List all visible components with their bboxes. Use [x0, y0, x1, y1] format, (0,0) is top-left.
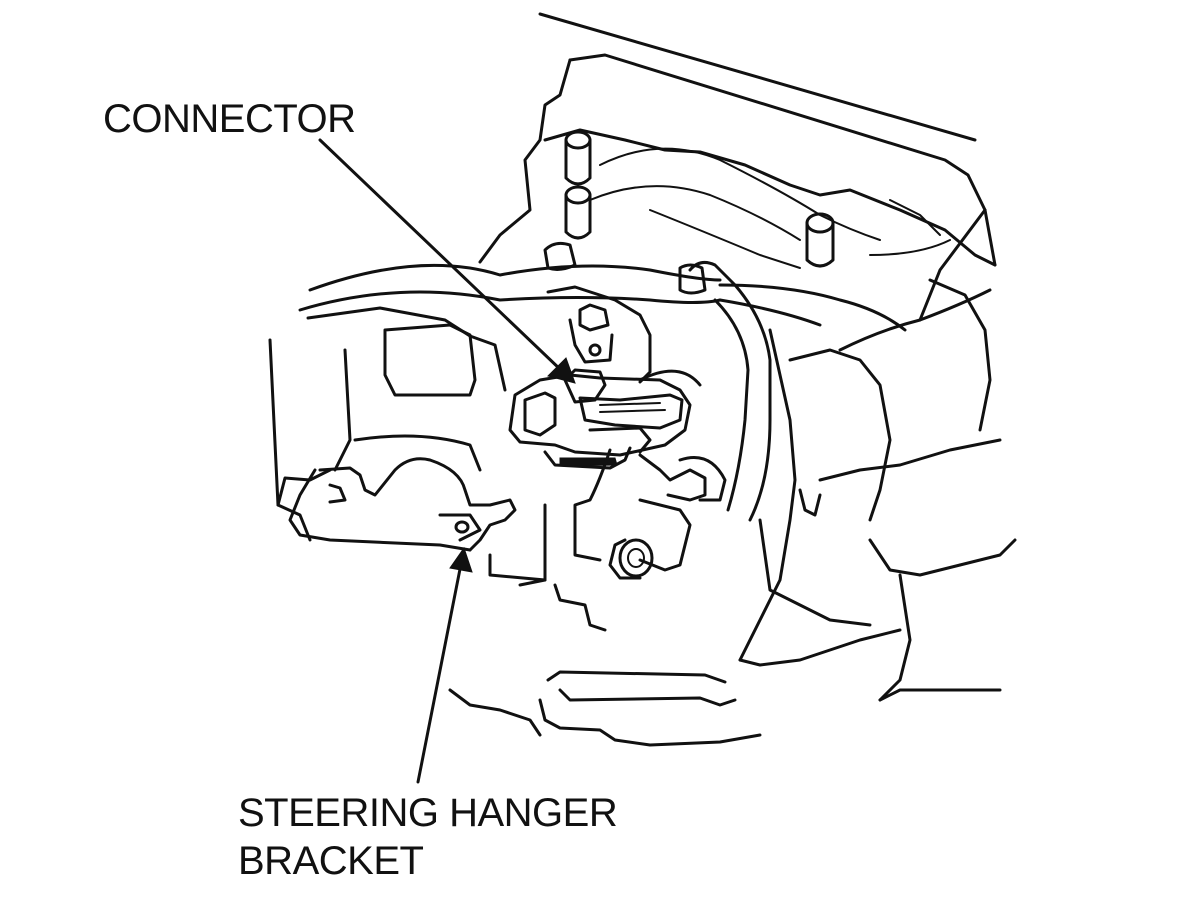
- upper-dash-panel: [478, 58, 997, 269]
- steering-hanger-label-line1: STEERING HANGER: [238, 791, 618, 835]
- wire-harness: [298, 241, 907, 522]
- dashboard-top-edge: [538, 12, 997, 267]
- steering-hanger-bracket: [288, 457, 517, 552]
- connector-label: CONNECTOR: [103, 97, 356, 141]
- connector-assembly: [508, 285, 702, 470]
- connector-leader: [318, 138, 576, 384]
- left-panel: [268, 306, 507, 542]
- steering-hanger-label-line2: BRACKET: [238, 839, 424, 883]
- mounting-pegs: [564, 130, 835, 268]
- right-console: [738, 208, 1017, 702]
- lower-trim: [448, 670, 762, 747]
- lower-mechanism: [488, 448, 727, 632]
- bracket-leader: [416, 546, 473, 784]
